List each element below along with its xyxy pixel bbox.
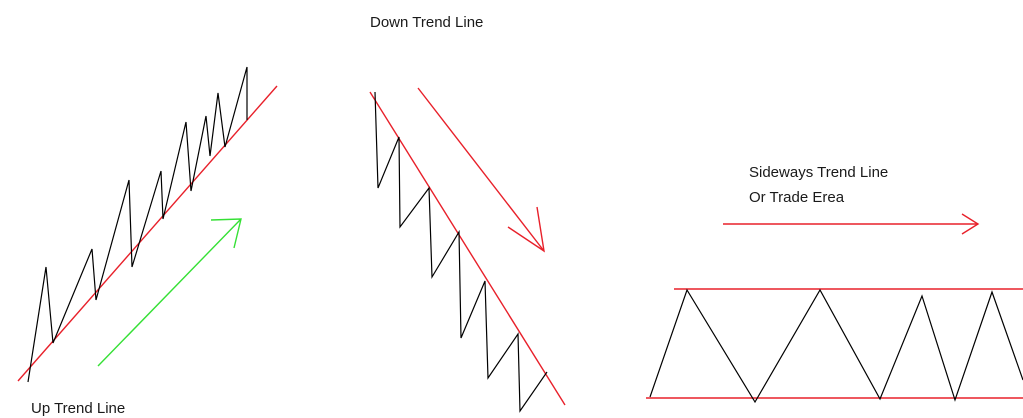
down-trend-resistance-line xyxy=(369,91,566,406)
sideways-direction-arrow xyxy=(723,213,980,235)
up-trend-support-line xyxy=(17,85,278,382)
sideways-price-zigzag xyxy=(649,288,1023,404)
up-trend-price-zigzag xyxy=(27,66,248,383)
up-direction-arrow xyxy=(97,218,242,367)
down-trend-price-zigzag xyxy=(374,91,548,413)
sideways-trend-panel: Sideways Trend Line Or Trade Erea xyxy=(646,164,1023,404)
sideways-trend-label-line2: Or Trade Erea xyxy=(749,189,845,206)
up-trend-label: Up Trend Line xyxy=(31,400,125,417)
sideways-trend-label-line1: Sideways Trend Line xyxy=(749,164,888,181)
down-trend-label: Down Trend Line xyxy=(370,14,483,31)
down-direction-arrow xyxy=(417,87,545,253)
up-trend-panel: Up Trend Line xyxy=(17,66,278,417)
down-trend-panel: Down Trend Line xyxy=(369,14,566,413)
